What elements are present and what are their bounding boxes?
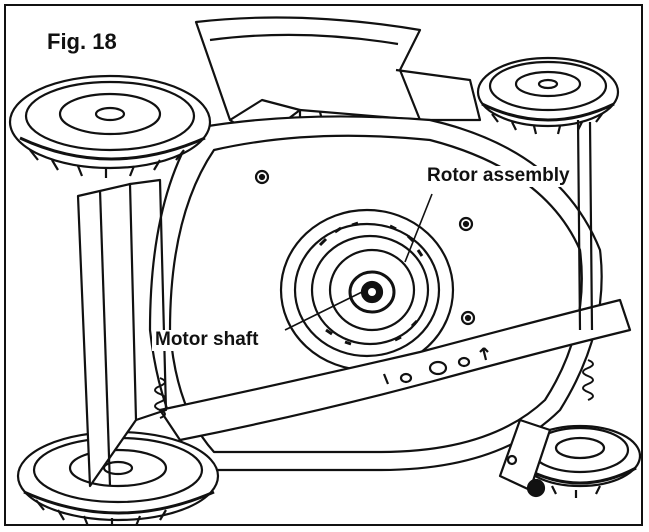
wheel-top-left [8, 74, 212, 178]
motor-shaft-label: Motor shaft [152, 329, 262, 351]
rotor-assembly-label: Rotor assembly [424, 165, 573, 187]
height-springs [154, 359, 594, 419]
wheel-bottom-right [498, 418, 641, 498]
rotor-assembly-drawing [279, 208, 455, 372]
wheel-top-right [476, 56, 620, 331]
wheel-bottom-left [16, 430, 220, 524]
cutting-blade [158, 298, 632, 442]
figure-label: Fig. 18 [47, 29, 117, 54]
callout-leaders [284, 193, 433, 331]
rear-flap [76, 178, 168, 488]
